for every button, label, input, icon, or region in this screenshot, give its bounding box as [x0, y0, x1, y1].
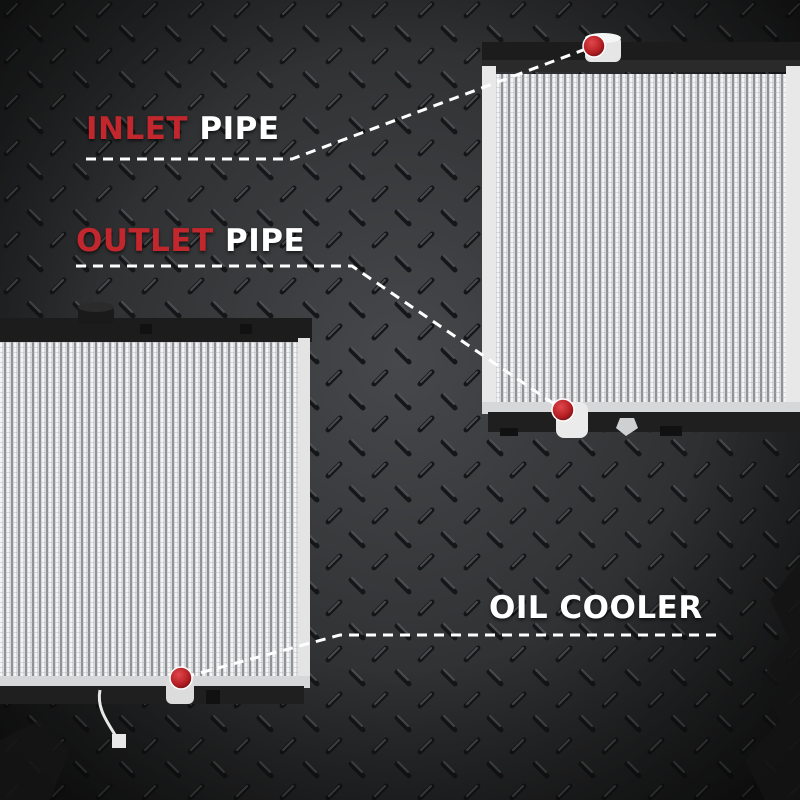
radiator-right — [482, 33, 800, 438]
torn-edge-left — [0, 720, 70, 800]
inlet-label-rest: PIPE — [188, 111, 280, 147]
oil-cooler-label: OIL COOLER — [489, 590, 703, 626]
outlet-label-rest: PIPE — [213, 223, 306, 259]
inlet-leader-line — [86, 44, 595, 161]
outlet-marker-icon — [551, 398, 575, 422]
oil-cooler-marker-icon — [169, 666, 193, 690]
leader-lines — [76, 44, 716, 680]
radiator-left — [0, 302, 312, 748]
torn-edge-right — [745, 560, 800, 800]
inlet-pipe-label: INLET PIPE — [86, 111, 280, 147]
inlet-label-accent: INLET — [86, 111, 189, 147]
marker-icons — [169, 34, 606, 690]
outlet-label-accent: OUTLET — [76, 223, 214, 259]
inlet-marker-icon — [582, 34, 606, 58]
outlet-pipe-label: OUTLET PIPE — [76, 223, 305, 259]
oil-cooler-leader-line — [180, 633, 716, 680]
outlet-leader-line — [76, 264, 564, 412]
